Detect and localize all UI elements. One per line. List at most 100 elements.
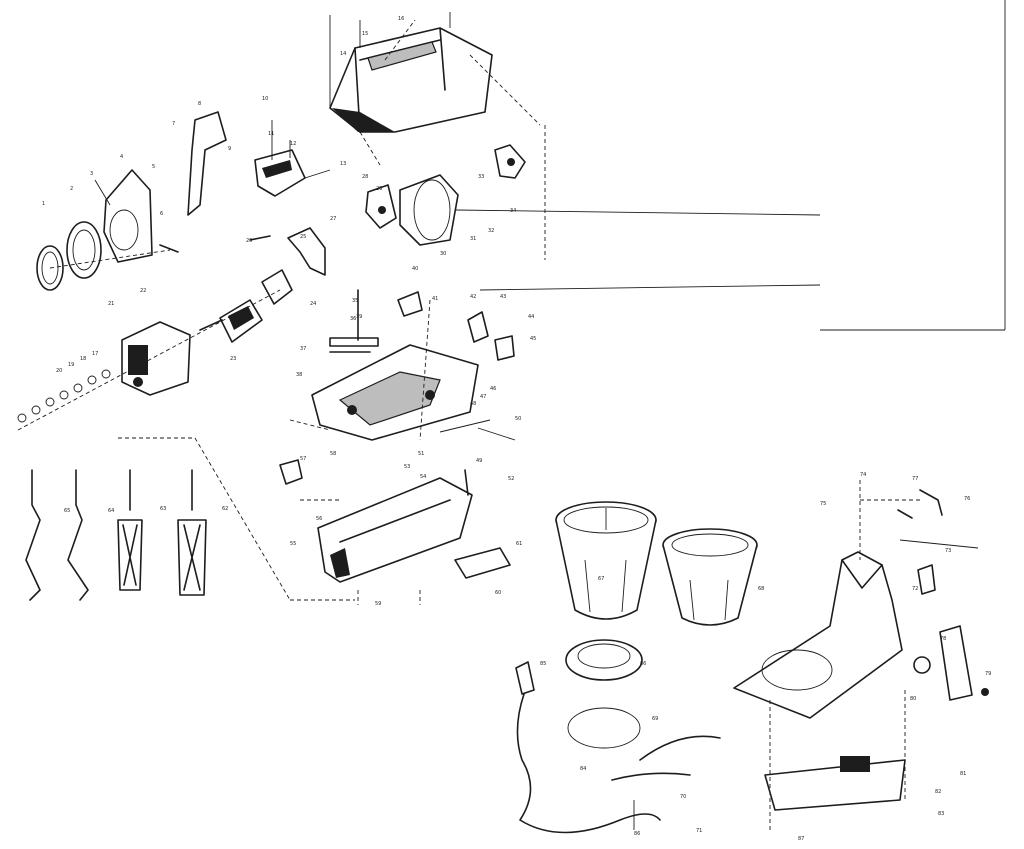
callout-number: 73 <box>945 548 951 554</box>
small-bowl <box>662 528 758 626</box>
large-bowl <box>555 501 657 620</box>
callout-number: 38 <box>296 372 302 378</box>
callout-number: 50 <box>515 416 521 422</box>
callout-number: 23 <box>230 356 236 362</box>
callout-number: 40 <box>412 266 418 272</box>
callout-number: 72 <box>912 586 918 592</box>
callout-number: 4 <box>120 154 123 160</box>
callout-number: 48 <box>470 401 476 407</box>
callout-number: 64 <box>108 508 114 514</box>
callout-number: 65 <box>64 508 70 514</box>
beaters <box>25 437 355 601</box>
callout-number: 27 <box>330 216 336 222</box>
callout-number: 75 <box>820 501 826 507</box>
callout-number: 1 <box>42 201 45 207</box>
end-cap-assembly <box>36 169 179 291</box>
callout-number: 19 <box>68 362 74 368</box>
callout-number: 81 <box>960 771 966 777</box>
leader-lines <box>357 19 546 605</box>
callout-number: 61 <box>516 541 522 547</box>
callout-number: 45 <box>530 336 536 342</box>
turntable <box>565 639 643 749</box>
handle-housing <box>329 12 541 166</box>
gear-cover-assembly <box>249 144 821 276</box>
stand-base <box>733 0 1006 830</box>
callout-number: 51 <box>418 451 424 457</box>
callout-number: 43 <box>500 294 506 300</box>
callout-number: 25 <box>300 234 306 240</box>
callout-number: 18 <box>80 356 86 362</box>
bottom-cover <box>279 459 511 583</box>
callout-number: 6 <box>160 211 163 217</box>
callout-number: 32 <box>488 228 494 234</box>
callout-number: 16 <box>398 16 404 22</box>
callout-number: 58 <box>330 451 336 457</box>
callout-number: 13 <box>340 161 346 167</box>
callout-number: 36 <box>350 316 356 322</box>
callout-number: 62 <box>222 506 228 512</box>
callout-number: 15 <box>362 31 368 37</box>
callout-number: 77 <box>912 476 918 482</box>
callout-number: 56 <box>316 516 322 522</box>
callout-number: 21 <box>108 301 114 307</box>
callout-number: 26 <box>246 238 252 244</box>
callout-number: 31 <box>470 236 476 242</box>
callout-number: 5 <box>152 164 155 170</box>
callout-number: 3 <box>90 171 93 177</box>
gear-case <box>289 284 821 441</box>
callout-number: 35 <box>352 298 358 304</box>
callout-labels: 1234567891011121314151617181920212223242… <box>42 16 991 842</box>
callout-number: 7 <box>172 121 175 127</box>
callout-number: 84 <box>580 766 586 772</box>
callout-number: 22 <box>140 288 146 294</box>
callout-number: 37 <box>300 346 306 352</box>
callout-number: 70 <box>680 794 686 800</box>
callout-number: 76 <box>964 496 970 502</box>
callout-number: 17 <box>92 351 98 357</box>
callout-number: 12 <box>290 141 296 147</box>
callout-number: 83 <box>938 811 944 817</box>
brush-washers <box>17 369 111 423</box>
callout-number: 54 <box>420 474 426 480</box>
callout-number: 68 <box>758 586 764 592</box>
callout-number: 63 <box>160 506 166 512</box>
callout-number: 53 <box>404 464 410 470</box>
callout-number: 9 <box>228 146 231 152</box>
callout-number: 2 <box>70 186 73 192</box>
callout-number: 71 <box>696 828 702 834</box>
callout-number: 74 <box>860 472 866 478</box>
callout-number: 85 <box>540 661 546 667</box>
power-cord <box>515 661 721 834</box>
callout-number: 86 <box>634 831 640 837</box>
callout-number: 24 <box>310 301 316 307</box>
callout-number: 20 <box>56 368 62 374</box>
callout-number: 66 <box>640 661 646 667</box>
callout-number: 33 <box>478 174 484 180</box>
callout-number: 59 <box>375 601 381 607</box>
callout-number: 80 <box>910 696 916 702</box>
callout-number: 82 <box>935 789 941 795</box>
callout-number: 60 <box>495 590 501 596</box>
callout-number: 11 <box>268 131 274 137</box>
callout-number: 10 <box>262 96 268 102</box>
callout-number: 44 <box>528 314 534 320</box>
motor-assembly <box>17 269 293 431</box>
callout-number: 87 <box>798 836 804 842</box>
callout-number: 69 <box>652 716 658 722</box>
callout-number: 42 <box>470 294 476 300</box>
callout-number: 34 <box>510 208 516 214</box>
callout-number: 52 <box>508 476 514 482</box>
callout-number: 14 <box>340 51 346 57</box>
callout-number: 28 <box>362 174 368 180</box>
callout-number: 78 <box>940 636 946 642</box>
switch-assembly <box>187 111 331 216</box>
callout-number: 39 <box>356 314 362 320</box>
callout-number: 79 <box>985 671 991 677</box>
callout-number: 29 <box>376 186 382 192</box>
callout-number: 41 <box>432 296 438 302</box>
callout-number: 47 <box>480 394 486 400</box>
callout-number: 46 <box>490 386 496 392</box>
callout-number: 30 <box>440 251 446 257</box>
